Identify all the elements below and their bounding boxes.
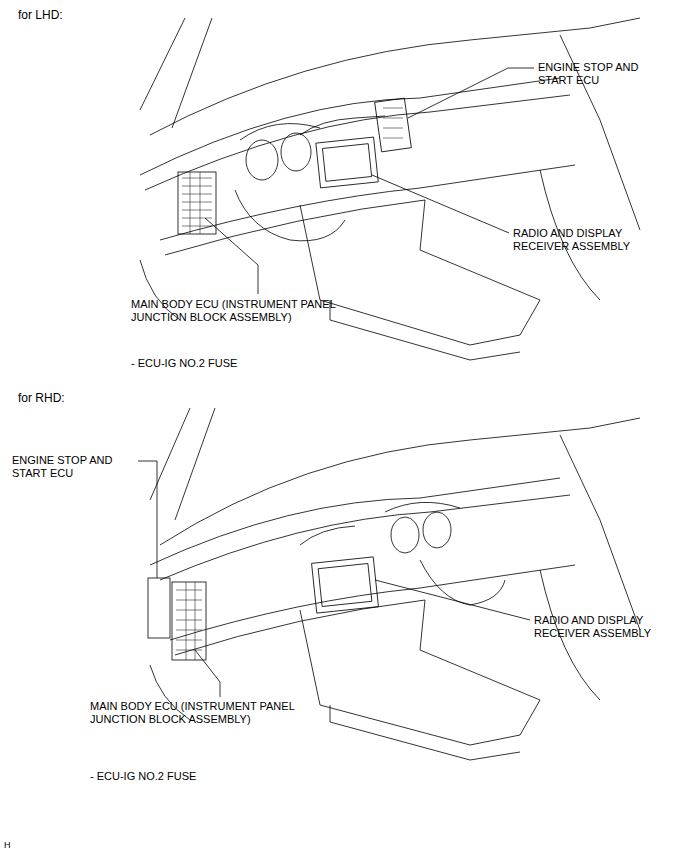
part-name: MAIN BODY ECU (INSTRUMENT PANEL JUNCTION… (131, 298, 356, 323)
leader-line (138, 461, 157, 578)
section-heading: for LHD: (18, 9, 63, 23)
leader-line (372, 175, 509, 233)
part-name: ENGINE STOP AND START ECU (12, 454, 130, 479)
part-name: RADIO AND DISPLAY RECEIVER ASSEMBLY (513, 227, 663, 252)
part-name: ENGINE STOP AND START ECU (538, 61, 656, 86)
section-heading: for RHD: (18, 392, 65, 406)
leader-line (205, 218, 258, 294)
leader-line (195, 650, 220, 697)
part-name: MAIN BODY ECU (INSTRUMENT PANEL JUNCTION… (90, 700, 315, 725)
figure-code: H (4, 840, 11, 850)
leader-line (375, 580, 530, 620)
fuse-note: - ECU-IG NO.2 FUSE (90, 770, 196, 783)
fuse-note: - ECU-IG NO.2 FUSE (131, 357, 237, 370)
part-name: RADIO AND DISPLAY RECEIVER ASSEMBLY (534, 614, 684, 639)
leader-line (408, 68, 534, 118)
